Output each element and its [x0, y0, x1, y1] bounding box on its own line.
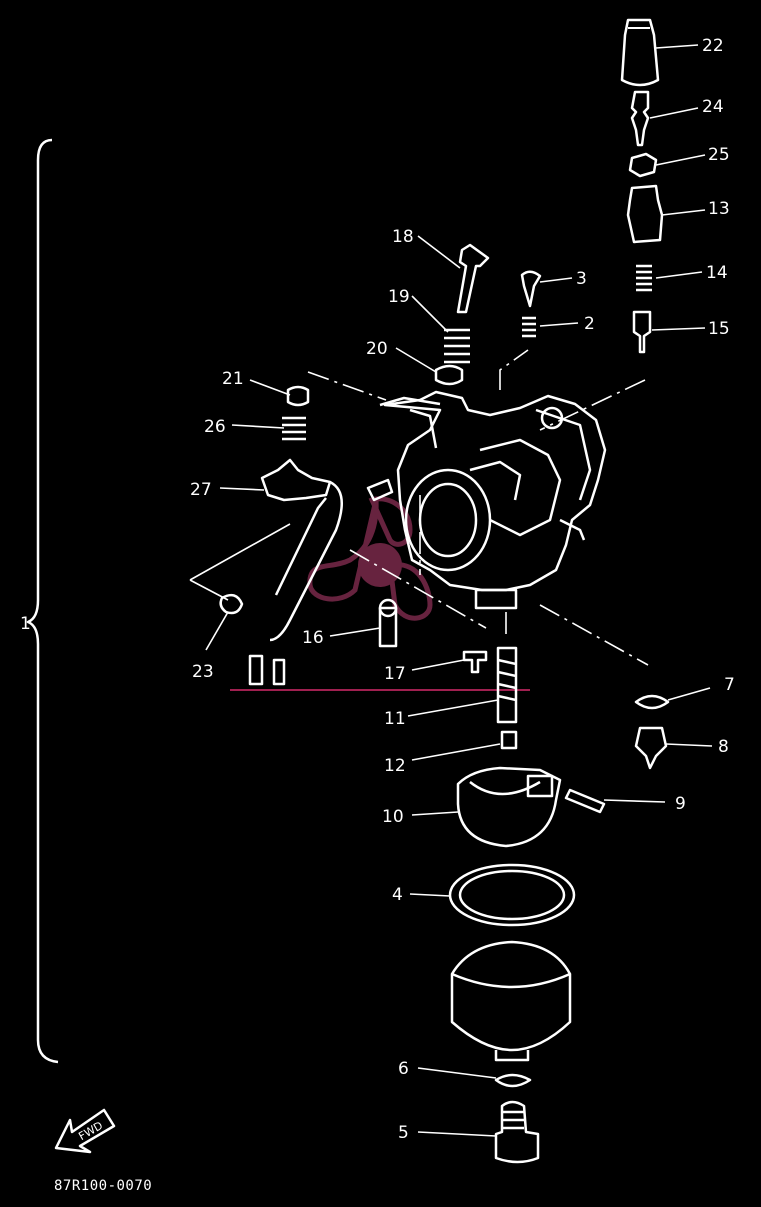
- carburetor-body: [366, 390, 607, 610]
- callout-8: 8: [718, 737, 729, 757]
- part-22-cap: [620, 18, 660, 87]
- cable-end-a: [248, 654, 264, 686]
- centerline-c: [539, 379, 646, 431]
- part-11-needle-jet: [496, 646, 518, 724]
- part-25-nut: [628, 152, 658, 178]
- starter-cable: [269, 480, 343, 642]
- centerline-d: [539, 604, 649, 666]
- part-19-spring: [444, 328, 470, 364]
- callout-4: 4: [392, 885, 403, 905]
- part-7-washer: [634, 694, 670, 710]
- callout-27: 27: [190, 480, 212, 500]
- callout-12: 12: [384, 756, 406, 776]
- part-21-cap: [286, 385, 310, 407]
- callout-2: 2: [584, 314, 595, 334]
- callout-3: 3: [576, 269, 587, 289]
- assembly-bracket: [26, 138, 59, 1064]
- callout-26: 26: [204, 417, 226, 437]
- callout-14: 14: [706, 263, 728, 283]
- callout-17: 17: [384, 664, 406, 684]
- watermark-logo: [307, 496, 433, 621]
- callout-23: 23: [192, 662, 214, 682]
- centerline-b: [499, 349, 529, 390]
- callout-1: 1: [20, 614, 31, 634]
- part-18-screw: [456, 243, 490, 314]
- part-4-gasket: [448, 863, 576, 927]
- callout-9: 9: [675, 794, 686, 814]
- part-14-spring: [636, 264, 652, 292]
- fwd-arrow: FWD: [54, 1108, 116, 1154]
- part-16-pin: [378, 606, 398, 648]
- callout-5: 5: [398, 1123, 409, 1143]
- callout-20: 20: [366, 339, 388, 359]
- float-bowl: [450, 940, 572, 1052]
- callout-15: 15: [708, 319, 730, 339]
- part-23-washer: [219, 593, 244, 615]
- part-20-washer: [434, 364, 464, 386]
- part-26-spring: [282, 416, 306, 441]
- part-8-valve: [634, 726, 668, 770]
- callout-24: 24: [702, 97, 724, 117]
- callout-13: 13: [708, 199, 730, 219]
- callout-19: 19: [388, 287, 410, 307]
- drawing-code: 87R100-0070: [54, 1178, 152, 1194]
- callout-6: 6: [398, 1059, 409, 1079]
- centerline-a: [307, 371, 387, 401]
- centerline-g: [349, 549, 487, 629]
- part-24-needle: [630, 90, 650, 147]
- part-17-screw: [462, 650, 488, 674]
- part-6-gasket: [494, 1073, 532, 1088]
- callout-21: 21: [222, 369, 244, 389]
- part-10-float: [456, 766, 562, 848]
- part-15-pin: [632, 310, 652, 354]
- callout-22: 22: [702, 36, 724, 56]
- cable-end-b: [272, 658, 286, 686]
- callout-16: 16: [302, 628, 324, 648]
- part-9-pin: [564, 788, 606, 814]
- part-27-starter: [260, 458, 332, 502]
- part-12-jet: [500, 730, 518, 750]
- callout-25: 25: [708, 145, 730, 165]
- part-5-drain-plug: [494, 1100, 540, 1164]
- callout-18: 18: [392, 227, 414, 247]
- callout-11: 11: [384, 709, 406, 729]
- part-2-spring: [522, 316, 536, 338]
- part-3-screw: [520, 270, 542, 308]
- callout-10: 10: [382, 807, 404, 827]
- part-13-body: [626, 184, 664, 244]
- callout-7: 7: [724, 675, 735, 695]
